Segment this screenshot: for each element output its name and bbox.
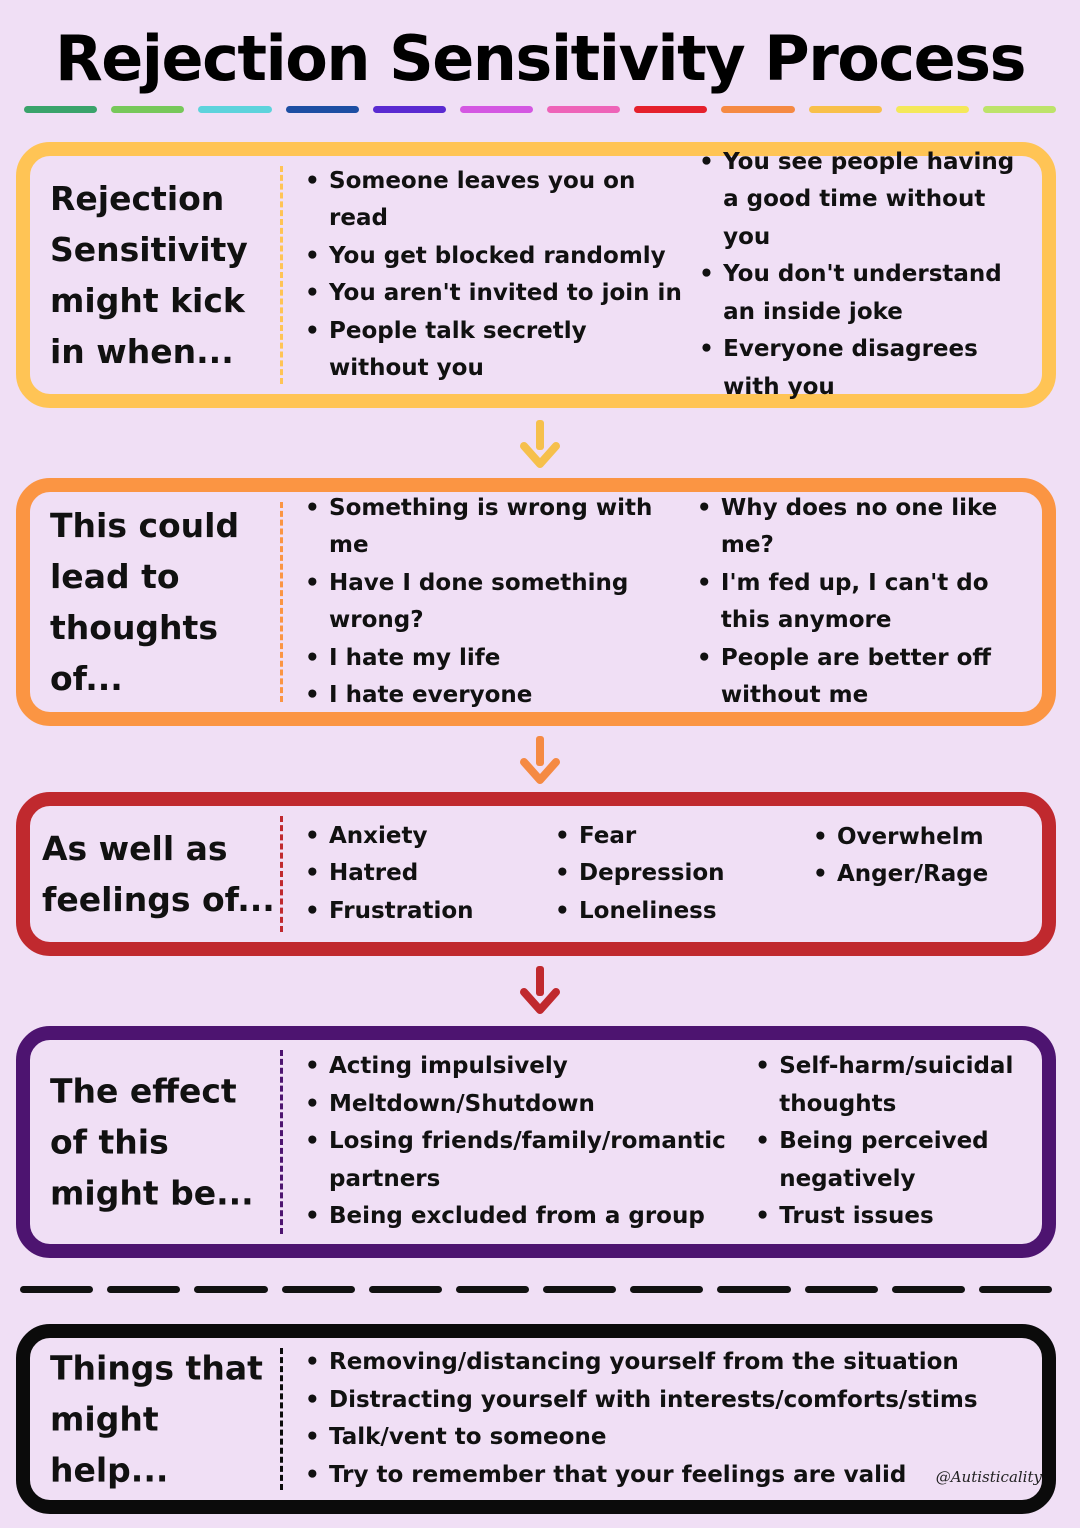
color-dash xyxy=(808,106,882,113)
list-item: I'm fed up, I can't do this anymore xyxy=(697,565,1034,640)
list-item: People talk secretly without you xyxy=(305,313,689,388)
section-label: As well as feelings of... xyxy=(42,829,275,919)
effect-list-right: Self-harm/suicidal thoughts Being percei… xyxy=(755,1048,1034,1236)
feeling-list-1: Anxiety Hatred Frustration xyxy=(305,818,555,931)
color-dash xyxy=(372,106,446,113)
list-item: Talk/vent to someone xyxy=(305,1419,1034,1457)
list-item: I hate everyone xyxy=(305,677,691,715)
list-item: Frustration xyxy=(305,893,555,931)
list-item: Distracting yourself with interests/comf… xyxy=(305,1382,1034,1420)
section-divider xyxy=(280,1348,283,1490)
section-dashed-divider xyxy=(20,1286,1053,1293)
list-item: Someone leaves you on read xyxy=(305,163,689,238)
list-item: Loneliness xyxy=(555,893,813,931)
color-dash xyxy=(895,106,969,113)
list-item: Depression xyxy=(555,855,813,893)
section-triggers: Rejection Sensitivity might kick in when… xyxy=(16,142,1056,408)
list-item: Self-harm/suicidal thoughts xyxy=(755,1048,1034,1123)
help-list: Removing/distancing yourself from the si… xyxy=(305,1344,1034,1494)
list-item: You aren't invited to join in xyxy=(305,275,689,313)
color-dash xyxy=(111,106,185,113)
color-dash xyxy=(547,106,621,113)
color-dash xyxy=(459,106,534,113)
section-thoughts: This could lead to thoughts of... Someth… xyxy=(16,478,1056,726)
list-item: Try to remember that your feelings are v… xyxy=(305,1457,1034,1495)
list-item: Losing friends/family/romantic partners xyxy=(305,1123,745,1198)
list-item: People are better off without me xyxy=(697,640,1034,715)
trigger-list-right: You see people having a good time withou… xyxy=(699,144,1034,407)
color-dash xyxy=(24,106,98,113)
section-label: The effect of this might be... xyxy=(50,1071,254,1213)
list-item: You see people having a good time withou… xyxy=(699,144,1034,257)
feeling-list-2: Fear Depression Loneliness xyxy=(555,818,813,931)
color-dash xyxy=(285,106,359,113)
color-dash xyxy=(982,106,1057,113)
down-arrow-icon xyxy=(520,420,560,468)
list-item: Being perceived negatively xyxy=(755,1123,1034,1198)
list-item: Removing/distancing yourself from the si… xyxy=(305,1344,1034,1382)
section-help: Things that might help... Removing/dista… xyxy=(16,1324,1056,1514)
list-item: You don't understand an inside joke xyxy=(699,256,1034,331)
section-effects: The effect of this might be... Acting im… xyxy=(16,1026,1056,1258)
section-label: Things that might help... xyxy=(50,1348,263,1490)
section-feelings: As well as feelings of... Anxiety Hatred… xyxy=(16,792,1056,956)
section-divider xyxy=(280,166,283,384)
author-credit: @Autisticality xyxy=(935,1468,1042,1486)
list-item: Why does no one like me? xyxy=(697,490,1034,565)
down-arrow-icon xyxy=(520,736,560,784)
list-item: Anger/Rage xyxy=(813,856,1013,894)
color-dash xyxy=(721,106,795,113)
page-title: Rejection Sensitivity Process xyxy=(55,22,1026,95)
list-item: Everyone disagrees with you xyxy=(699,331,1034,406)
section-label: Rejection Sensitivity might kick in when… xyxy=(50,179,248,371)
list-item: Anxiety xyxy=(305,818,555,856)
list-item: Overwhelm xyxy=(813,819,1013,857)
list-item: Something is wrong with me xyxy=(305,490,691,565)
effect-list-left: Acting impulsively Meltdown/Shutdown Los… xyxy=(305,1048,745,1236)
list-item: Have I done something wrong? xyxy=(305,565,691,640)
list-item: Hatred xyxy=(305,855,555,893)
color-dash xyxy=(634,106,708,113)
list-item: Trust issues xyxy=(755,1198,1034,1236)
section-divider xyxy=(280,816,283,932)
color-dash-row xyxy=(24,106,1057,114)
thought-list-left: Something is wrong with me Have I done s… xyxy=(305,490,691,715)
thought-list-right: Why does no one like me? I'm fed up, I c… xyxy=(697,490,1034,715)
trigger-list-left: Someone leaves you on read You get block… xyxy=(305,163,689,388)
list-item: You get blocked randomly xyxy=(305,238,689,276)
section-divider xyxy=(280,502,283,702)
section-label: This could lead to thoughts of... xyxy=(50,506,240,698)
list-item: I hate my life xyxy=(305,640,691,678)
list-item: Meltdown/Shutdown xyxy=(305,1086,745,1124)
list-item: Being excluded from a group xyxy=(305,1198,745,1236)
list-item: Fear xyxy=(555,818,813,856)
color-dash xyxy=(198,106,272,113)
feeling-list-3: Overwhelm Anger/Rage xyxy=(813,819,1013,894)
list-item: Acting impulsively xyxy=(305,1048,745,1086)
section-divider xyxy=(280,1050,283,1234)
down-arrow-icon xyxy=(520,966,560,1014)
